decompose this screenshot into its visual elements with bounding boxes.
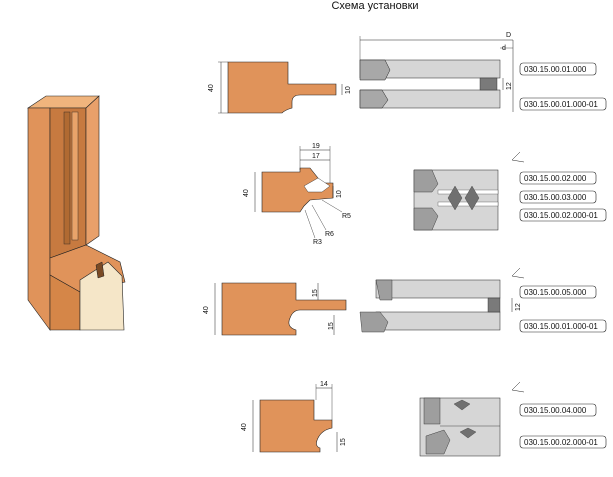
setup-4-code-1: 030.15.00.04.000 (524, 406, 587, 415)
setup-2-code-1: 030.15.00.02.000 (524, 174, 587, 183)
profile-1-dim-40: 40 (208, 84, 215, 92)
setup-2-code-2: 030.15.00.03.000 (524, 193, 587, 202)
setup-4-code-2: 030.15.00.02.000-01 (524, 438, 598, 447)
setup-3-code-1: 030.15.00.05.000 (524, 288, 587, 297)
profile-3-dim-15b: 15 (328, 322, 335, 330)
diagram-title: Схема установки (331, 0, 419, 12)
setup-4: 14 40 15 030.15.00.04.000 030.15.00.02.0… (241, 381, 607, 457)
tool-1-dim-12: 12 (506, 82, 513, 90)
profile-4-dim-40: 40 (241, 423, 248, 431)
profile-3-dim-40: 40 (203, 306, 210, 314)
setup-3-code-2: 030.15.00.01.000-01 (524, 322, 598, 331)
setup-3: 40 15 15 12 030.15.00.05.000 030.15.00.0… (203, 267, 607, 336)
setup-2-code-3: 030.15.00.02.000-01 (524, 211, 598, 220)
profile-2-dim-17: 17 (312, 153, 320, 160)
tool-1-dim-D: D (506, 32, 511, 39)
profile-2-dim-R6: R6 (325, 231, 334, 238)
profile-4-shape (259, 399, 333, 453)
tool-3-dim-12: 12 (515, 303, 522, 311)
profile-1-shape (227, 61, 337, 114)
profile-2-dim-40: 40 (243, 189, 250, 197)
profile-3-dim-15a: 15 (312, 289, 319, 297)
setup-1-code-2: 030.15.00.01.000-01 (524, 100, 598, 109)
profile-2-dim-R5: R5 (342, 213, 351, 220)
profile-4-dim-14: 14 (320, 381, 328, 388)
setup-2: 19 17 40 10 R5 R6 R3 030.15.00.02.000 03… (243, 143, 607, 246)
profile-2-dim-R3: R3 (313, 239, 322, 246)
door-frame-illustration (27, 95, 126, 331)
setup-1-code-1: 030.15.00.01.000 (524, 65, 587, 74)
profile-4-dim-15: 15 (340, 438, 347, 446)
profile-1-dim-10: 10 (345, 86, 352, 94)
profile-2-dim-19: 19 (312, 143, 320, 150)
profile-3-shape (221, 282, 347, 336)
setup-1: 40 10 D d 12 030.15.00.01.000 030.15.00.… (208, 32, 607, 114)
profile-2-dim-10: 10 (336, 190, 343, 198)
tool-1-dim-d: d (502, 45, 506, 52)
